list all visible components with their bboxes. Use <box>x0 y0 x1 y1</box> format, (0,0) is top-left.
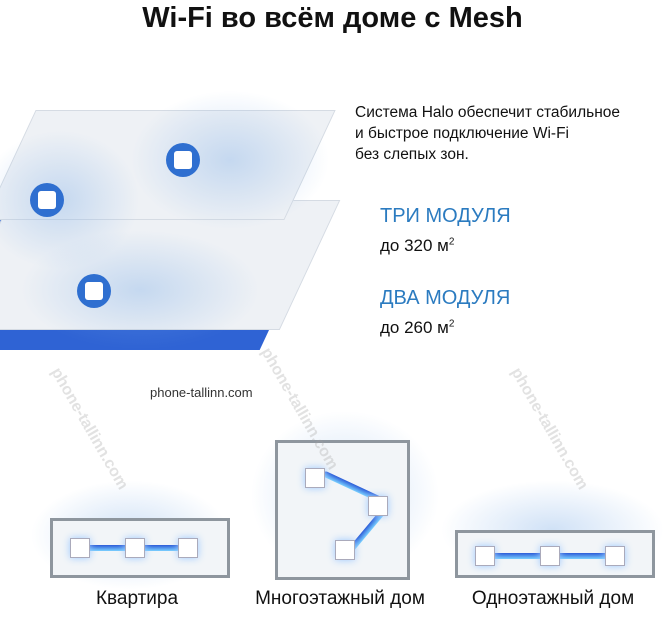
link <box>555 553 610 559</box>
mesh-node-icon <box>475 546 495 566</box>
mesh-node-icon <box>77 274 111 308</box>
link <box>490 553 550 559</box>
mesh-node-icon <box>70 538 90 558</box>
watermark: phone-tallinn.com <box>47 364 132 493</box>
mesh-node-icon <box>605 546 625 566</box>
description-line: Система Halo обеспечит стабильное <box>355 104 620 121</box>
page-title: Wi-Fi во всём доме с Mesh <box>142 2 523 34</box>
option-area: до 260 м2 <box>380 318 455 337</box>
coverage <box>130 90 330 230</box>
mesh-node-icon <box>166 143 200 177</box>
mesh-node-icon <box>335 540 355 560</box>
option-title: ТРИ МОДУЛЯ <box>380 205 511 227</box>
mesh-node-icon <box>305 468 325 488</box>
link <box>85 545 135 551</box>
label-single-storey: Одноэтажный дом <box>471 588 635 609</box>
coverage <box>20 230 260 350</box>
label-apartment: Квартира <box>95 588 179 609</box>
mesh-node-icon <box>178 538 198 558</box>
label-multistorey: Многоэтажный дом <box>255 588 425 609</box>
description-line: и быстрое подключение Wi-Fi <box>355 125 569 142</box>
option-area: до 320 м2 <box>380 236 455 255</box>
mesh-node-icon <box>368 496 388 516</box>
option-title: ДВА МОДУЛЯ <box>380 287 511 309</box>
mesh-node-icon <box>30 183 64 217</box>
watermark-center: phone-tallinn.com <box>150 385 253 400</box>
coverage <box>0 130 140 270</box>
description-line: без слепых зон. <box>355 146 469 163</box>
mesh-node-icon <box>125 538 145 558</box>
mesh-node-icon <box>540 546 560 566</box>
watermark: phone-tallinn.com <box>507 364 592 493</box>
link <box>140 545 180 551</box>
description: Система Halo обеспечит стабильное и быст… <box>355 102 655 165</box>
